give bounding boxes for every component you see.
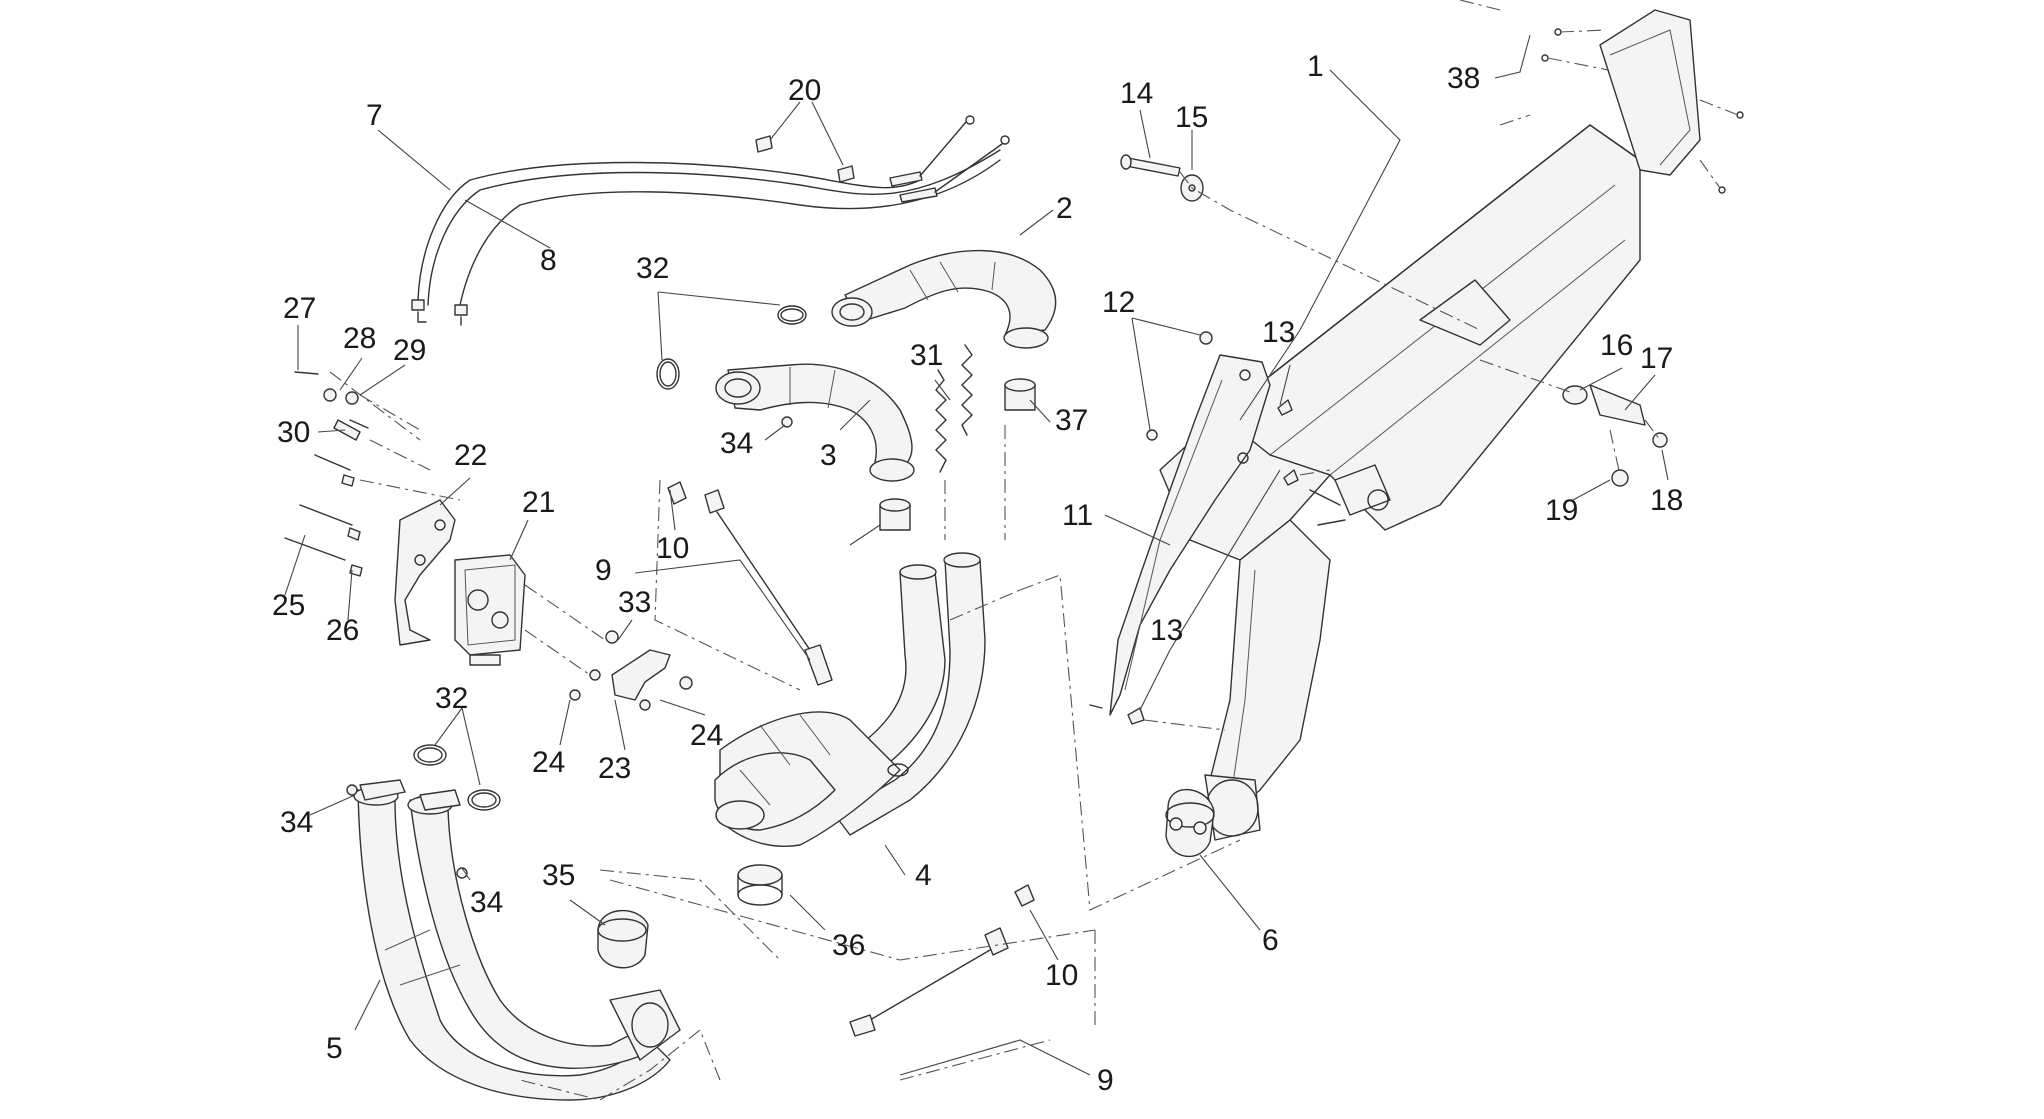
leader-lines bbox=[284, 34, 1669, 1076]
bolt-and-washer bbox=[1120, 154, 1481, 331]
callout-5: 5 bbox=[326, 1032, 343, 1065]
callout-33: 33 bbox=[618, 586, 651, 619]
sleeves-lower bbox=[737, 864, 783, 906]
callout-14: 14 bbox=[1120, 77, 1153, 110]
callout-31: 31 bbox=[910, 339, 943, 372]
callout-labels: 1 38 14 15 20 7 8 2 32 27 28 29 30 22 21… bbox=[272, 50, 1683, 1097]
callout-21: 21 bbox=[522, 486, 555, 519]
callout-34-upper: 34 bbox=[720, 427, 753, 460]
callout-24-left: 24 bbox=[532, 746, 565, 779]
callout-11: 11 bbox=[1062, 499, 1093, 532]
clamp-lower bbox=[597, 909, 649, 969]
callout-34-left: 34 bbox=[280, 806, 313, 839]
callout-8: 8 bbox=[540, 244, 557, 277]
callout-27: 27 bbox=[283, 292, 316, 325]
callout-20: 20 bbox=[788, 74, 821, 107]
callout-18: 18 bbox=[1650, 484, 1683, 517]
callout-23: 23 bbox=[598, 752, 631, 785]
lambda-sensor-lower bbox=[849, 884, 1096, 1081]
callout-36: 36 bbox=[832, 929, 865, 962]
header-downpipes bbox=[346, 779, 681, 1101]
silencer bbox=[1159, 124, 1641, 841]
callout-9-lower: 9 bbox=[1097, 1064, 1114, 1097]
sleeves bbox=[879, 378, 1036, 540]
callout-26: 26 bbox=[326, 614, 359, 647]
callout-35: 35 bbox=[542, 859, 575, 892]
hanger-bracket bbox=[1479, 359, 1668, 487]
callout-30: 30 bbox=[277, 416, 310, 449]
callout-24-right: 24 bbox=[690, 719, 723, 752]
callout-13-upper: 13 bbox=[1262, 316, 1295, 349]
collector-y-pipe bbox=[714, 552, 986, 847]
callout-28: 28 bbox=[343, 322, 376, 355]
callout-7: 7 bbox=[366, 99, 383, 132]
callout-13-lower: 13 bbox=[1150, 614, 1183, 647]
callout-2: 2 bbox=[1056, 192, 1073, 225]
exhaust-clamp bbox=[1165, 789, 1215, 858]
actuator-bolts bbox=[284, 371, 461, 577]
actuator-bracket bbox=[394, 499, 456, 646]
gaskets-upper bbox=[656, 305, 807, 428]
lambda-sensor-upper bbox=[654, 479, 833, 691]
callout-10-upper: 10 bbox=[656, 532, 689, 565]
link-pipe-lower bbox=[715, 363, 915, 482]
valve-actuator bbox=[454, 554, 526, 666]
valve-cables bbox=[411, 115, 1010, 326]
callout-25: 25 bbox=[272, 589, 305, 622]
callout-4: 4 bbox=[915, 859, 932, 892]
callout-37-upper: 37 bbox=[1055, 404, 1088, 437]
callout-32-lower: 32 bbox=[435, 682, 468, 715]
gaskets-lower bbox=[413, 744, 501, 811]
callout-15: 15 bbox=[1175, 101, 1208, 134]
link-pipe-upper bbox=[831, 249, 1057, 349]
callout-1: 1 bbox=[1307, 50, 1324, 83]
callout-6: 6 bbox=[1262, 924, 1279, 957]
callout-32-upper: 32 bbox=[636, 252, 669, 285]
callout-38: 38 bbox=[1447, 62, 1480, 95]
end-cap bbox=[1459, 0, 1744, 194]
callout-29: 29 bbox=[393, 334, 426, 367]
callout-34-right: 34 bbox=[470, 886, 503, 919]
callout-10-lower: 10 bbox=[1045, 959, 1078, 992]
callout-16: 16 bbox=[1600, 329, 1633, 362]
callout-3: 3 bbox=[820, 439, 837, 472]
assembly-outlines bbox=[519, 574, 1241, 1101]
callout-19: 19 bbox=[1545, 494, 1578, 527]
springs bbox=[935, 344, 973, 473]
callout-12: 12 bbox=[1102, 286, 1135, 319]
callout-17: 17 bbox=[1640, 342, 1673, 375]
callout-22: 22 bbox=[454, 439, 487, 472]
callout-9-upper: 9 bbox=[595, 554, 612, 587]
small-bracket bbox=[524, 584, 693, 711]
heat-shield bbox=[1089, 331, 1331, 731]
cable-adjusters bbox=[755, 135, 855, 183]
